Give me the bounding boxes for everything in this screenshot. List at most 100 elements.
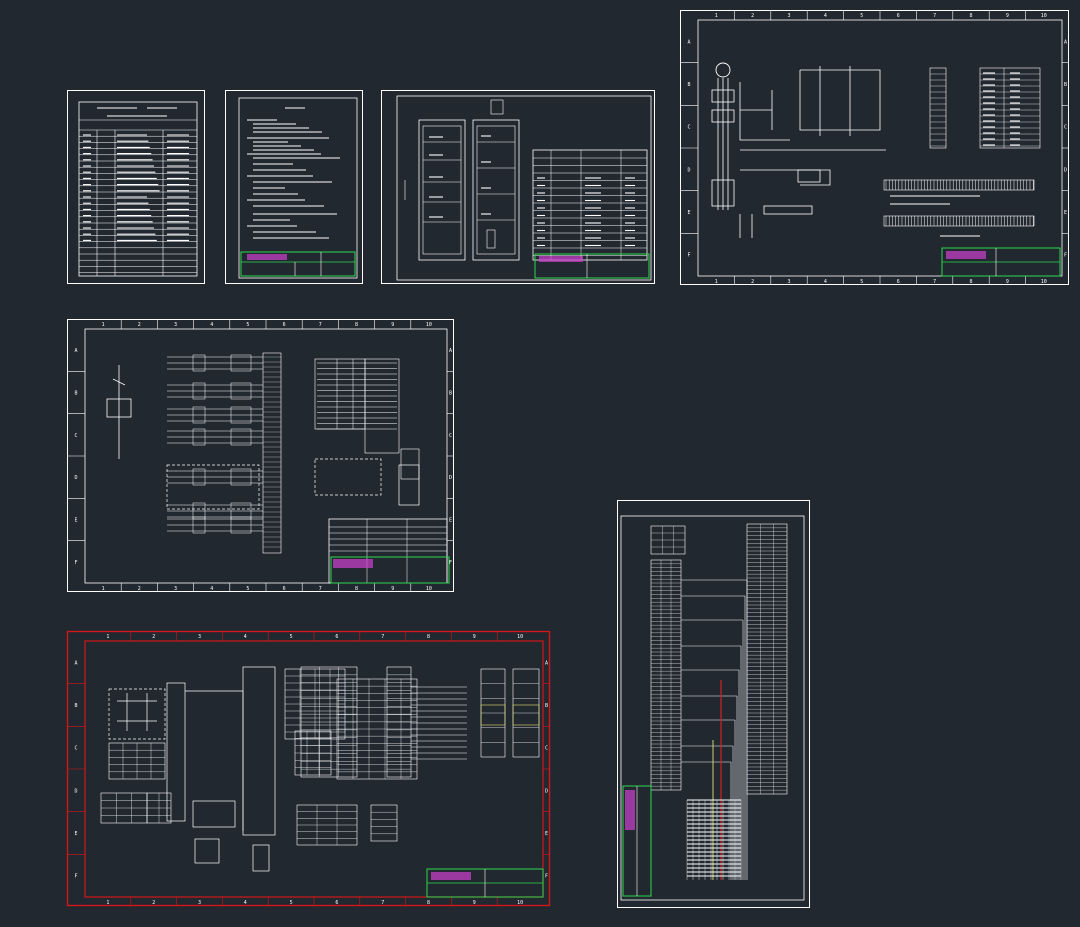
svg-text:1: 1 <box>102 586 105 592</box>
svg-text:D: D <box>74 475 77 481</box>
drawing-sheet-design-notes[interactable] <box>225 90 363 284</box>
svg-text:E: E <box>687 210 690 216</box>
zone-col-label: 1 <box>715 13 718 19</box>
zone-col-label: 10 <box>426 322 432 328</box>
svg-text:B: B <box>1064 82 1067 88</box>
svg-text:A: A <box>1064 39 1067 45</box>
svg-text:B: B <box>687 82 690 88</box>
svg-text:4: 4 <box>824 279 827 285</box>
zone-col-label: 9 <box>473 634 476 640</box>
svg-text:4: 4 <box>210 586 213 592</box>
zone-col-label: 5 <box>246 322 249 328</box>
svg-text:B: B <box>545 703 548 709</box>
svg-text:10: 10 <box>1041 279 1047 285</box>
svg-text:C: C <box>545 746 548 752</box>
zone-col-label: 6 <box>283 322 286 328</box>
svg-text:4: 4 <box>244 900 247 906</box>
zone-col-label: 7 <box>319 322 322 328</box>
svg-text:9: 9 <box>1006 279 1009 285</box>
svg-text:6: 6 <box>283 586 286 592</box>
svg-text:C: C <box>687 125 690 131</box>
zone-col-label: 8 <box>969 13 972 19</box>
sheet-design-notes-graphic <box>225 90 363 284</box>
svg-text:F: F <box>449 560 452 566</box>
zone-col-label: 1 <box>102 322 105 328</box>
sheet-terminal-wiring-graphic <box>617 500 810 908</box>
svg-text:1: 1 <box>715 279 718 285</box>
svg-text:10: 10 <box>517 900 523 906</box>
svg-text:2: 2 <box>138 586 141 592</box>
zone-col-label: 8 <box>355 322 358 328</box>
svg-text:F: F <box>545 874 548 880</box>
zone-col-label: 4 <box>244 634 247 640</box>
svg-text:8: 8 <box>969 279 972 285</box>
svg-text:5: 5 <box>246 586 249 592</box>
zone-col-label: 6 <box>897 13 900 19</box>
zone-col-label: 10 <box>517 634 523 640</box>
zone-col-label: 1 <box>106 634 109 640</box>
svg-text:1: 1 <box>106 900 109 906</box>
zone-col-label: 3 <box>174 322 177 328</box>
zone-col-label: 2 <box>152 634 155 640</box>
zone-col-label: 4 <box>210 322 213 328</box>
sheet-cabinet-layout-graphic <box>381 90 655 284</box>
zone-col-label: 6 <box>335 634 338 640</box>
sheet-equipment-list-graphic <box>67 90 205 284</box>
svg-text:E: E <box>74 518 77 524</box>
drawing-sheet-terminal-wiring[interactable] <box>617 500 810 908</box>
zone-col-label: 7 <box>933 13 936 19</box>
svg-text:2: 2 <box>751 279 754 285</box>
zone-col-label: 5 <box>860 13 863 19</box>
svg-text:3: 3 <box>174 586 177 592</box>
svg-text:B: B <box>74 703 77 709</box>
svg-text:6: 6 <box>335 900 338 906</box>
svg-text:7: 7 <box>381 900 384 906</box>
svg-text:A: A <box>449 348 452 354</box>
svg-text:D: D <box>449 475 452 481</box>
svg-text:B: B <box>449 391 452 397</box>
svg-text:E: E <box>449 518 452 524</box>
svg-text:C: C <box>74 746 77 752</box>
svg-text:C: C <box>449 433 452 439</box>
svg-text:10: 10 <box>426 586 432 592</box>
svg-text:B: B <box>74 391 77 397</box>
svg-text:E: E <box>74 831 77 837</box>
zone-col-label: 9 <box>1006 13 1009 19</box>
svg-text:D: D <box>74 788 77 794</box>
drawing-sheet-cabinet-layout[interactable] <box>381 90 655 284</box>
zone-col-label: 3 <box>198 634 201 640</box>
drawing-sheet-equipment-list[interactable] <box>67 90 205 284</box>
zone-col-label: 8 <box>427 634 430 640</box>
svg-text:5: 5 <box>860 279 863 285</box>
zone-col-label: 7 <box>381 634 384 640</box>
svg-text:F: F <box>74 874 77 880</box>
svg-text:8: 8 <box>355 586 358 592</box>
svg-text:F: F <box>687 253 690 259</box>
zone-col-label: 10 <box>1041 13 1047 19</box>
svg-text:A: A <box>74 660 77 666</box>
svg-text:E: E <box>545 831 548 837</box>
svg-text:C: C <box>1064 125 1067 131</box>
zone-col-label: 3 <box>787 13 790 19</box>
svg-text:9: 9 <box>473 900 476 906</box>
svg-text:7: 7 <box>319 586 322 592</box>
svg-text:E: E <box>1064 210 1067 216</box>
zone-col-label: 9 <box>391 322 394 328</box>
svg-text:3: 3 <box>198 900 201 906</box>
svg-text:A: A <box>74 348 77 354</box>
zone-col-label: 2 <box>138 322 141 328</box>
zone-col-label: 2 <box>751 13 754 19</box>
svg-text:A: A <box>545 660 548 666</box>
svg-text:3: 3 <box>787 279 790 285</box>
svg-text:F: F <box>74 560 77 566</box>
svg-text:7: 7 <box>933 279 936 285</box>
svg-text:8: 8 <box>427 900 430 906</box>
svg-text:D: D <box>545 788 548 794</box>
svg-text:2: 2 <box>152 900 155 906</box>
